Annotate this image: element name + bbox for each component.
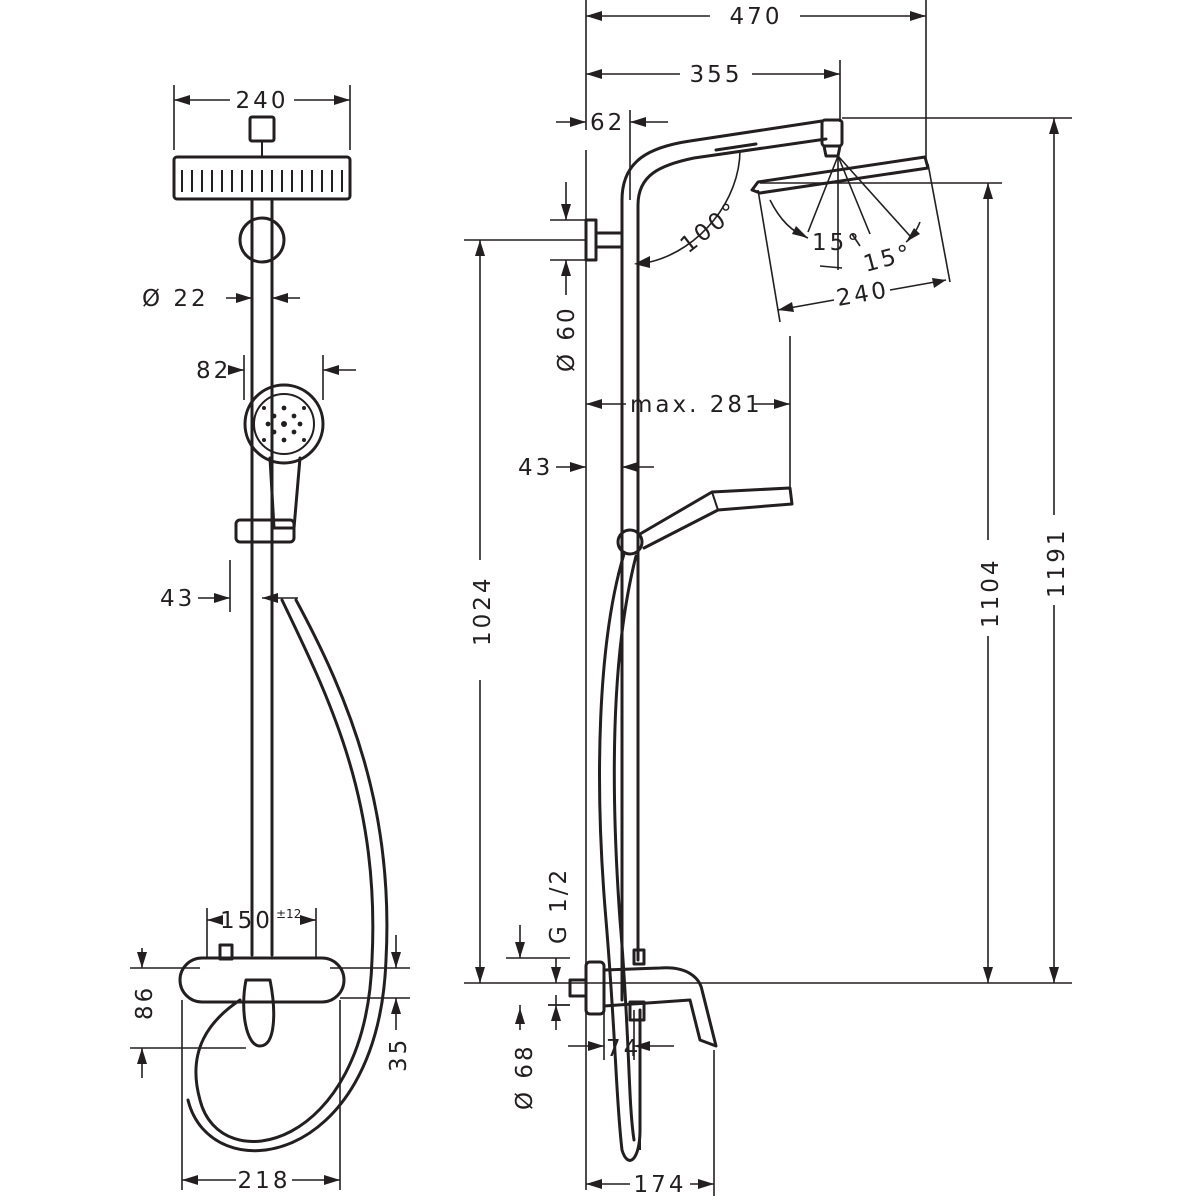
- dim-side-hand-shower-reach: max. 281: [630, 392, 763, 418]
- dim-front-mixer-offset: 35: [386, 1037, 412, 1072]
- dim-side-head-width: 240: [835, 277, 892, 312]
- front-dimensions: 240 Ø 22 82 43 150 ±12 86: [130, 85, 412, 1194]
- overhead-shower-front: [172, 115, 352, 201]
- dim-front-mixer-centers: 150: [220, 908, 273, 934]
- overhead-shower-side: [750, 118, 930, 195]
- mixer-side: [568, 948, 718, 1150]
- shower-bar-side: [620, 119, 828, 1002]
- dim-front-mixer-height: 86: [132, 985, 158, 1020]
- dim-side-bar-offset: 43: [518, 455, 553, 481]
- dim-side-wall-offset: 62: [590, 110, 625, 136]
- side-dimensions: 470 355 62 Ø 60 100°: [464, 0, 1072, 1198]
- dim-front-mixer-tolerance: ±12: [276, 907, 301, 921]
- hose-front: [194, 598, 375, 1143]
- dim-side-thread: G 1/2: [546, 867, 572, 944]
- front-view: [172, 115, 389, 1153]
- hand-shower-side: [616, 486, 794, 556]
- dim-side-arm-projection: 355: [690, 62, 743, 88]
- mixer-front: [178, 943, 346, 1048]
- shower-bar-front: [238, 197, 286, 957]
- hose-side: [598, 552, 642, 1162]
- dim-side-bracket-diameter: Ø 60: [554, 305, 580, 372]
- dim-front-head-width: 240: [236, 88, 289, 114]
- dim-side-rosette-diameter: Ø 68: [512, 1043, 538, 1110]
- dim-side-arm-angle: 100°: [676, 197, 745, 259]
- dim-side-tilt-right: 15°: [861, 240, 916, 278]
- dim-side-mixer-depth: 74: [606, 1036, 641, 1062]
- dim-front-hand-shower-width: 82: [196, 358, 231, 384]
- dim-side-tilt-left: 15°: [812, 230, 862, 256]
- side-view: [568, 118, 930, 1190]
- dim-side-total-height: 1191: [1044, 527, 1070, 598]
- hand-shower-front: [234, 383, 325, 544]
- dim-front-holder-offset: 43: [160, 586, 195, 612]
- dim-side-mixer-projection: 174: [634, 1172, 687, 1198]
- dim-side-height-bracket: 1024: [470, 575, 496, 646]
- dim-side-height-head: 1104: [978, 557, 1004, 628]
- dim-front-hose-width: 218: [238, 1168, 291, 1194]
- dim-front-bar-diameter: Ø 22: [142, 286, 209, 312]
- dim-side-total-projection: 470: [730, 4, 783, 30]
- wall-bracket-side: [584, 218, 624, 262]
